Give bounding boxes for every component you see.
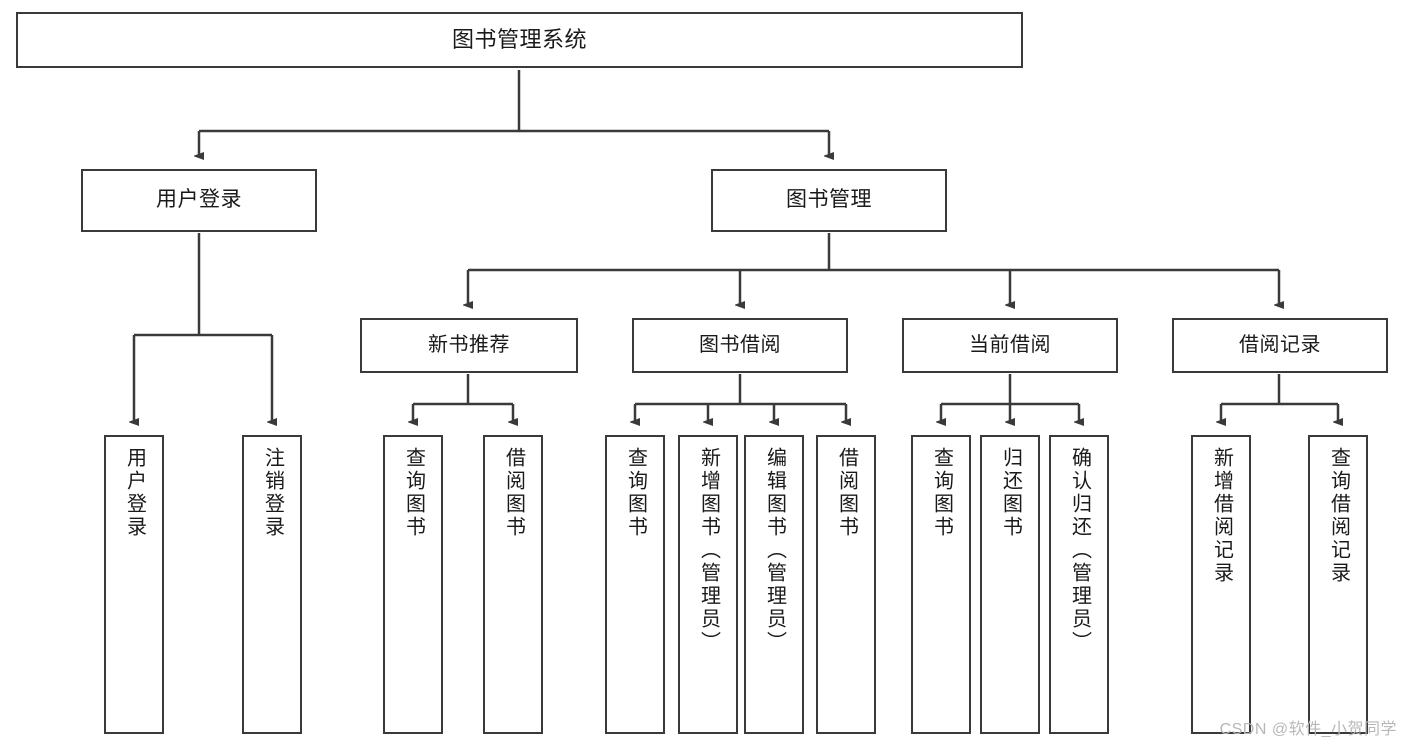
node-label: 查询图书 — [402, 447, 425, 539]
node-leaf-query-book-2[interactable]: 查询图书 — [605, 435, 665, 734]
node-leaf-borrow-book-1[interactable]: 借阅图书 — [483, 435, 543, 734]
node-label: 编辑图书（管理员） — [763, 447, 786, 654]
node-leaf-logout[interactable]: 注销登录 — [242, 435, 302, 734]
node-borrow-record[interactable]: 借阅记录 — [1172, 318, 1388, 373]
node-label: 借阅图书 — [835, 447, 858, 539]
node-label: 当前借阅 — [969, 334, 1051, 356]
node-user-login[interactable]: 用户登录 — [81, 169, 317, 232]
node-leaf-query-book-3[interactable]: 查询图书 — [911, 435, 971, 734]
node-leaf-query-book-1[interactable]: 查询图书 — [383, 435, 443, 734]
node-leaf-query-record[interactable]: 查询借阅记录 — [1308, 435, 1368, 734]
watermark: CSDN @软件_小贺同学 — [1219, 721, 1397, 738]
node-root-system[interactable]: 图书管理系统 — [16, 12, 1023, 68]
node-leaf-edit-book[interactable]: 编辑图书（管理员） — [744, 435, 804, 734]
node-label: 注销登录 — [261, 447, 284, 539]
node-label: 新增借阅记录 — [1210, 447, 1233, 585]
node-label: 确认归还（管理员） — [1068, 447, 1091, 654]
node-label: 借阅记录 — [1239, 334, 1321, 356]
node-label: 查询图书 — [624, 447, 647, 539]
node-leaf-confirm-return[interactable]: 确认归还（管理员） — [1049, 435, 1109, 734]
node-label: 图书管理系统 — [451, 27, 587, 53]
node-label: 新书推荐 — [428, 334, 510, 356]
node-label: 用户登录 — [123, 447, 146, 539]
node-label: 借阅图书 — [502, 447, 525, 539]
node-leaf-borrow-book-2[interactable]: 借阅图书 — [816, 435, 876, 734]
node-label: 查询图书 — [930, 447, 953, 539]
node-label: 图书管理 — [786, 188, 872, 212]
node-label: 新增图书（管理员） — [697, 447, 720, 654]
node-leaf-add-record[interactable]: 新增借阅记录 — [1191, 435, 1251, 734]
node-leaf-add-book[interactable]: 新增图书（管理员） — [678, 435, 738, 734]
node-label: 查询借阅记录 — [1327, 447, 1350, 585]
node-book-borrow[interactable]: 图书借阅 — [632, 318, 848, 373]
node-label: 归还图书 — [999, 447, 1022, 539]
node-leaf-return-book[interactable]: 归还图书 — [980, 435, 1040, 734]
node-label: 用户登录 — [156, 188, 242, 212]
node-label: 图书借阅 — [699, 334, 781, 356]
node-new-book-recommend[interactable]: 新书推荐 — [360, 318, 578, 373]
node-book-manage[interactable]: 图书管理 — [711, 169, 947, 232]
node-current-borrow[interactable]: 当前借阅 — [902, 318, 1118, 373]
node-leaf-user-login[interactable]: 用户登录 — [104, 435, 164, 734]
